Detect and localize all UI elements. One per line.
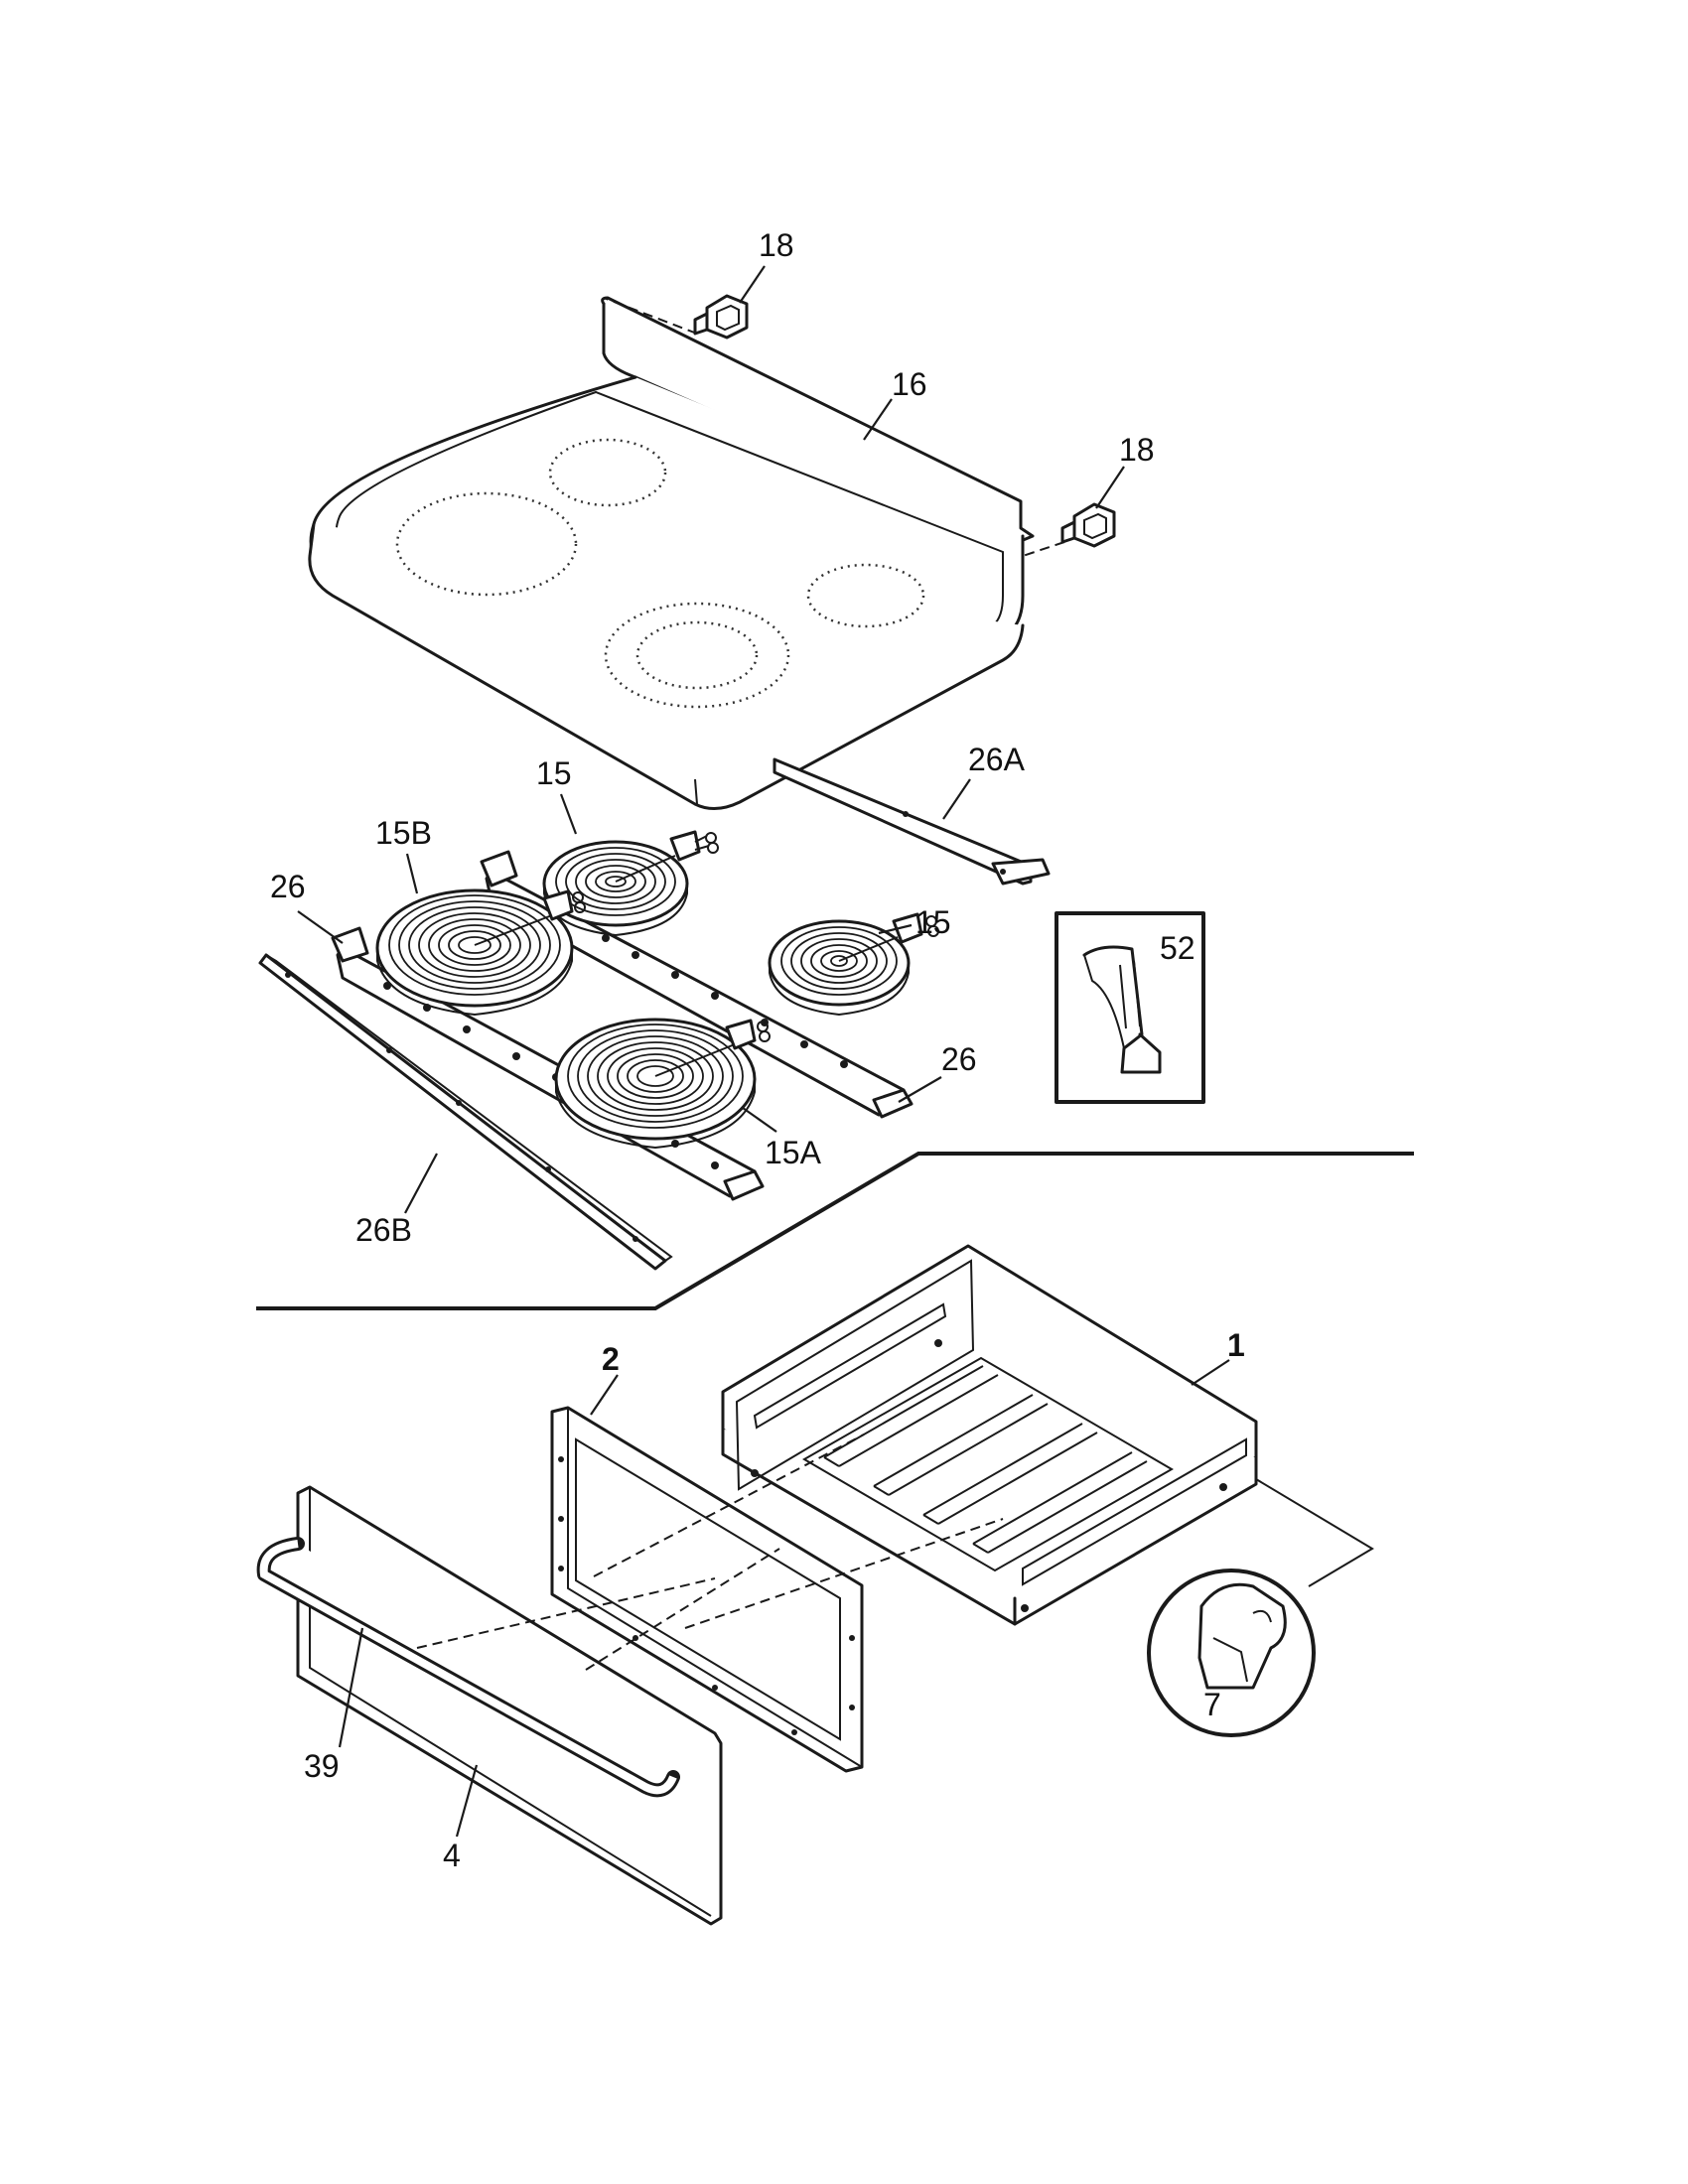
callout-52: 52 [1160, 930, 1196, 966]
callout-26B: 26B [355, 1212, 412, 1248]
clip-top [693, 294, 749, 340]
drawer-frame [550, 1406, 864, 1773]
callout-15A: 15A [765, 1135, 822, 1170]
dash-clip-right [1022, 541, 1065, 557]
callout-26A: 26A [968, 742, 1026, 777]
dash-frame-body-1 [585, 1548, 780, 1671]
clip-right [1060, 502, 1116, 548]
trim-strip [258, 953, 673, 1271]
cooktop-glass [308, 296, 1035, 810]
callout-4: 4 [443, 1838, 461, 1873]
surface-element-large-left [375, 888, 586, 1017]
drawer-handle [256, 1537, 680, 1798]
callout-15-right: 15 [915, 904, 951, 940]
rear-bracket [773, 757, 1051, 886]
drawer-body [721, 1244, 1258, 1626]
callout-39: 39 [304, 1748, 340, 1784]
callout-16: 16 [892, 366, 927, 402]
callout-2: 2 [602, 1341, 620, 1377]
surface-element-small-right [768, 912, 939, 1017]
dash-front-frame-2 [416, 1577, 716, 1649]
inset-part-52 [1055, 911, 1205, 1104]
callout-15B: 15B [375, 815, 432, 851]
surface-element-large-front [554, 1018, 771, 1150]
inset-part-7 [1147, 1478, 1374, 1737]
callout-26-left: 26 [270, 869, 306, 904]
dash-front-frame [593, 1433, 865, 1577]
callout-1: 1 [1227, 1327, 1245, 1363]
section-divider [256, 1152, 1414, 1310]
dash-clip-top [603, 297, 698, 335]
callout-26-right: 26 [941, 1041, 977, 1077]
leader-lines [297, 265, 1230, 1838]
callout-18-right: 18 [1119, 432, 1155, 468]
dash-frame-body-2 [684, 1518, 1004, 1629]
surface-element-small-top [542, 830, 719, 937]
callout-7: 7 [1203, 1687, 1221, 1722]
callout-18-top: 18 [759, 227, 794, 263]
callout-15-top: 15 [536, 755, 572, 791]
